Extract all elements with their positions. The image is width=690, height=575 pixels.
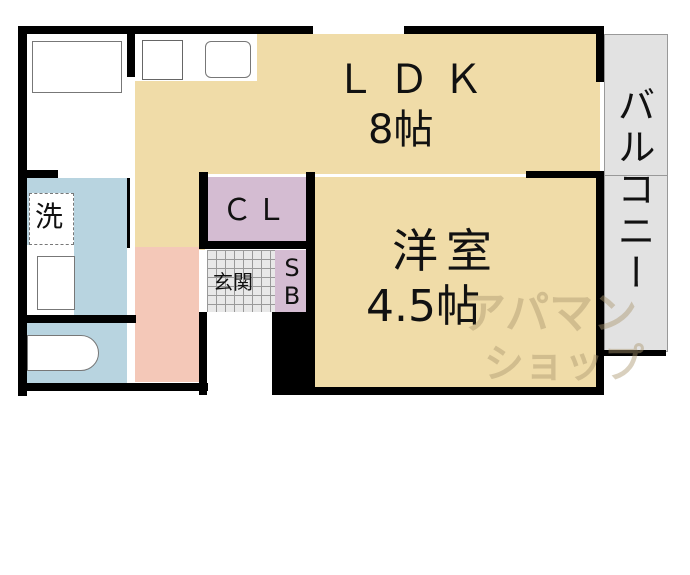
wall — [127, 34, 135, 77]
wall — [596, 172, 604, 395]
closet-room — [207, 177, 307, 241]
bathtub — [32, 41, 122, 93]
wall — [18, 170, 58, 178]
wall — [18, 383, 208, 391]
wall — [272, 312, 315, 395]
wall — [18, 26, 27, 396]
wall — [199, 312, 207, 395]
wall — [306, 172, 315, 395]
wall — [404, 26, 604, 34]
wall — [526, 171, 604, 178]
entrance-label: 玄関 — [213, 270, 253, 294]
balcony-label: バルコニー — [611, 85, 655, 295]
hallway — [135, 247, 199, 382]
wall — [199, 172, 208, 247]
wall — [18, 315, 136, 323]
stove — [142, 40, 183, 80]
watermark-line2: ショップ — [484, 341, 644, 387]
shoe-box-room — [275, 250, 307, 312]
entrance-room — [207, 250, 275, 312]
sink — [205, 41, 251, 78]
western-room — [315, 177, 600, 387]
wall — [596, 26, 604, 82]
washroom-label: 洗 — [35, 200, 64, 233]
watermark-line1: アパマン — [462, 288, 638, 339]
wall — [306, 387, 604, 395]
hall-area — [135, 174, 205, 250]
entry-door-area — [207, 315, 270, 395]
toilet-fixture — [27, 335, 99, 371]
western-room-label: 洋室 — [392, 224, 500, 278]
western-room-size-label: 4.5帖 — [366, 281, 480, 332]
balcony-lower — [604, 175, 668, 352]
wall — [18, 26, 313, 34]
wall — [604, 350, 666, 356]
washing-machine-space — [29, 193, 74, 245]
shoe-box-label: SB — [278, 254, 306, 310]
wash-basin — [37, 256, 75, 310]
wall — [127, 178, 130, 248]
closet-label: ＣＬ — [222, 193, 290, 228]
ldk-label: ＬＤＫ — [335, 57, 497, 103]
wall — [199, 241, 315, 249]
ldk-size-label: 8帖 — [368, 107, 434, 153]
